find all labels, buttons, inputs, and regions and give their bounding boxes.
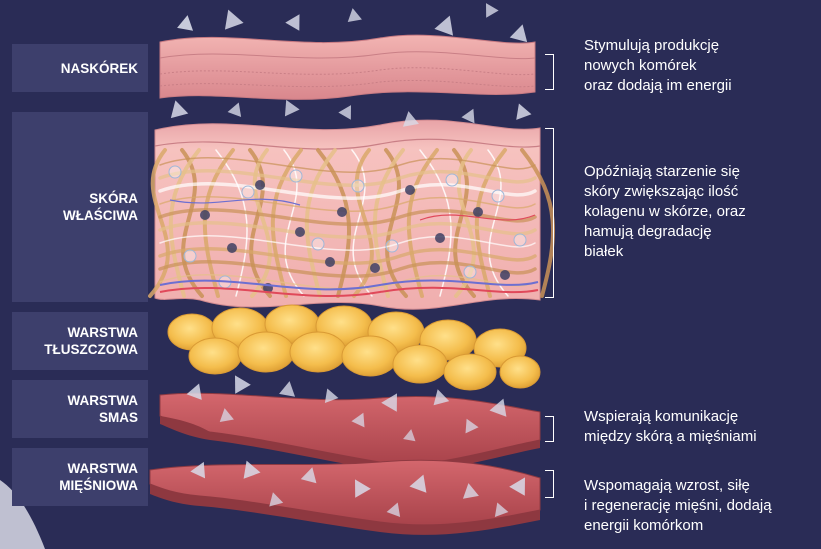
smas-layer-graphic (160, 393, 540, 472)
epidermis-layer-graphic (160, 35, 535, 99)
label-naskorek: NASKÓREK (12, 44, 148, 92)
fibroblast-cell (473, 207, 483, 217)
arrow-triangle (510, 22, 532, 42)
fibroblast-cell (370, 263, 380, 273)
bracket-warstwa-smas (545, 416, 554, 442)
bubble (184, 250, 196, 262)
label-warstwa-tluszczowa-line-1: WARSTWA (12, 324, 138, 341)
fibroblast-cell (255, 180, 265, 190)
description-warstwa-miesniowa: Wspomagają wzrost, siłę i regenerację mi… (584, 476, 816, 536)
description-skora-wlasciwa-line-1: Opóźniają starzenie się (584, 162, 816, 182)
label-skora-wlasciwa-line-2: WŁAŚCIWA (12, 207, 138, 224)
description-naskorek-line-3: oraz dodają im energii (584, 76, 816, 96)
bubble (386, 240, 398, 252)
muscle-layer-graphic (150, 460, 540, 535)
arrow-triangle (434, 12, 459, 35)
fibroblast-cell (435, 233, 445, 243)
arrow-triangle (511, 101, 531, 120)
arrow-triangle (346, 7, 362, 22)
label-skora-wlasciwa-line-1: SKÓRA (12, 190, 138, 207)
fibroblast-cell (325, 257, 335, 267)
bubble (242, 186, 254, 198)
arrow-triangle (480, 0, 499, 18)
arrow-triangle (227, 371, 251, 394)
description-naskorek: Stymulują produkcję nowych komórek oraz … (584, 36, 816, 96)
arrow-triangle (285, 10, 306, 31)
bubble (514, 234, 526, 246)
fat-cell (500, 356, 540, 388)
description-skora-wlasciwa-line-2: skóry zwiększając ilość (584, 182, 816, 202)
bracket-warstwa-miesniowa (545, 470, 554, 498)
fibroblast-cell (405, 185, 415, 195)
label-warstwa-smas: WARSTWA SMAS (12, 380, 148, 438)
description-warstwa-smas-line-2: między skórą a mięśniami (584, 427, 816, 447)
fibroblast-cell (227, 243, 237, 253)
description-warstwa-miesniowa-line-1: Wspomagają wzrost, siłę (584, 476, 816, 496)
dermis-layer-graphic (150, 120, 553, 309)
fat-cell (444, 354, 496, 390)
arrow-triangle (177, 14, 195, 31)
fat-layer-graphic (168, 305, 540, 390)
bracket-skora-wlasciwa (545, 128, 554, 298)
fibroblast-cell (295, 227, 305, 237)
description-skora-wlasciwa: Opóźniają starzenie się skóry zwiększają… (584, 162, 816, 262)
bubble (169, 166, 181, 178)
description-warstwa-smas-line-1: Wspierają komunikację (584, 407, 816, 427)
description-warstwa-miesniowa-line-2: i regenerację mięśni, dodają (584, 496, 816, 516)
description-naskorek-line-1: Stymulują produkcję (584, 36, 816, 56)
label-warstwa-miesniowa: WARSTWA MIĘŚNIOWA (12, 448, 148, 506)
label-warstwa-miesniowa-line-2: MIĘŚNIOWA (12, 477, 138, 494)
fat-cell (342, 336, 398, 376)
arrow-triangle (228, 100, 246, 117)
arrow-triangle (338, 101, 357, 119)
description-skora-wlasciwa-line-3: kolagenu w skórze, oraz (584, 202, 816, 222)
arrow-triangle (219, 6, 244, 29)
label-warstwa-smas-line-2: SMAS (12, 409, 138, 426)
bubble (312, 238, 324, 250)
fat-cell (393, 345, 447, 383)
bubble (492, 190, 504, 202)
label-warstwa-smas-line-1: WARSTWA (12, 392, 138, 409)
label-skora-wlasciwa: SKÓRA WŁAŚCIWA (12, 112, 148, 302)
bubble (446, 174, 458, 186)
description-warstwa-smas: Wspierają komunikację między skórą a mię… (584, 407, 816, 447)
description-naskorek-line-2: nowych komórek (584, 56, 816, 76)
label-warstwa-tluszczowa: WARSTWA TŁUSZCZOWA (12, 312, 148, 370)
fibroblast-cell (500, 270, 510, 280)
fat-cell (238, 332, 294, 372)
label-warstwa-tluszczowa-line-2: TŁUSZCZOWA (12, 341, 138, 358)
arrow-triangle (279, 380, 297, 397)
description-warstwa-miesniowa-line-3: energii komórkom (584, 516, 816, 536)
bubble (290, 170, 302, 182)
description-skora-wlasciwa-line-5: białek (584, 242, 816, 262)
label-warstwa-miesniowa-line-1: WARSTWA (12, 460, 138, 477)
label-naskorek-line-1: NASKÓREK (12, 60, 138, 77)
fibroblast-cell (337, 207, 347, 217)
bubble (352, 180, 364, 192)
bubble (464, 266, 476, 278)
fibroblast-cell (200, 210, 210, 220)
arrow-triangle (167, 98, 189, 118)
arrow-triangle (461, 106, 479, 124)
bracket-naskorek (545, 54, 554, 90)
fat-cell (189, 338, 241, 374)
description-skora-wlasciwa-line-4: hamują degradację (584, 222, 816, 242)
fat-cell (290, 332, 346, 372)
